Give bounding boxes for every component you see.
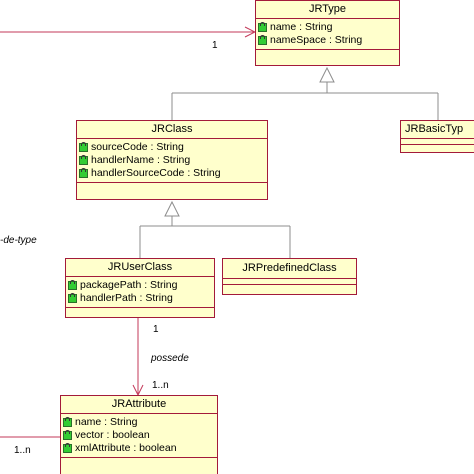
attribute-visibility-icon xyxy=(63,430,74,441)
inheritance-triangle-jrclass xyxy=(164,200,180,217)
attribute-row: name : String xyxy=(63,416,217,429)
attribute-list xyxy=(223,279,356,285)
attribute-visibility-icon xyxy=(79,142,90,153)
class-jrclass[interactable]: JRClass sourceCode : String handlerName … xyxy=(76,120,268,200)
attribute-visibility-icon xyxy=(68,280,79,291)
attribute-text: xmlAttribute : boolean xyxy=(75,442,177,454)
attribute-list xyxy=(401,139,474,145)
attribute-row: xmlAttribute : boolean xyxy=(63,442,217,455)
class-name: JRUserClass xyxy=(66,259,214,277)
class-jrpredefinedclass[interactable]: JRPredefinedClass xyxy=(222,258,357,295)
attribute-row: handlerSourceCode : String xyxy=(79,167,267,180)
attribute-row: sourceCode : String xyxy=(79,141,267,154)
class-jrattribute[interactable]: JRAttribute name : String vector : boole… xyxy=(60,395,218,474)
operation-compartment xyxy=(77,183,267,189)
attribute-row: nameSpace : String xyxy=(258,34,399,47)
class-jrbasictype[interactable]: JRBasicTyp xyxy=(400,120,474,153)
attribute-row: handlerName : String xyxy=(79,154,267,167)
attribute-visibility-icon xyxy=(258,35,269,46)
attribute-list: packagePath : String handlerPath : Strin… xyxy=(66,277,214,308)
attribute-list: name : String vector : boolean xmlAttrib… xyxy=(61,414,217,458)
attribute-text: handlerSourceCode : String xyxy=(91,167,221,179)
multiplicity-label-left: 1..n xyxy=(14,445,31,456)
operation-compartment xyxy=(223,285,356,290)
attribute-text: name : String xyxy=(75,416,138,428)
attribute-row: handlerPath : String xyxy=(68,292,214,305)
attribute-text: sourceCode : String xyxy=(91,141,184,153)
attribute-text: handlerPath : String xyxy=(80,292,173,304)
multiplicity-label-jrtype: 1 xyxy=(212,40,218,51)
attribute-list: sourceCode : String handlerName : String… xyxy=(77,139,267,183)
attribute-visibility-icon xyxy=(258,22,269,33)
association-name-label: possede xyxy=(151,353,189,364)
multiplicity-label-jruserclass: 1 xyxy=(153,324,159,335)
attribute-text: packagePath : String xyxy=(80,279,178,291)
inheritance-triangle-jrtype xyxy=(319,66,335,83)
attribute-row: packagePath : String xyxy=(68,279,214,292)
attribute-visibility-icon xyxy=(79,155,90,166)
class-jruserclass[interactable]: JRUserClass packagePath : String handler… xyxy=(65,258,215,318)
attribute-text: vector : boolean xyxy=(75,429,150,441)
operation-compartment xyxy=(66,308,214,314)
attribute-visibility-icon xyxy=(79,168,90,179)
class-name: JRAttribute xyxy=(61,396,217,414)
class-name: JRPredefinedClass xyxy=(223,259,356,279)
class-name: JRType xyxy=(256,1,399,19)
class-name: JRBasicTyp xyxy=(401,121,474,139)
attribute-row: name : String xyxy=(258,21,399,34)
operation-compartment xyxy=(256,50,399,56)
multiplicity-label-jrattribute: 1..n xyxy=(152,380,169,391)
attribute-visibility-icon xyxy=(68,293,79,304)
class-jrtype[interactable]: JRType name : String nameSpace : String xyxy=(255,0,400,66)
association-role-label: -de-type xyxy=(0,235,37,246)
class-name: JRClass xyxy=(77,121,267,139)
attribute-row: vector : boolean xyxy=(63,429,217,442)
attribute-text: nameSpace : String xyxy=(270,34,363,46)
attribute-list: name : String nameSpace : String xyxy=(256,19,399,50)
attribute-text: handlerName : String xyxy=(91,154,191,166)
attribute-text: name : String xyxy=(270,21,333,33)
attribute-visibility-icon xyxy=(63,443,74,454)
attribute-visibility-icon xyxy=(63,417,74,428)
